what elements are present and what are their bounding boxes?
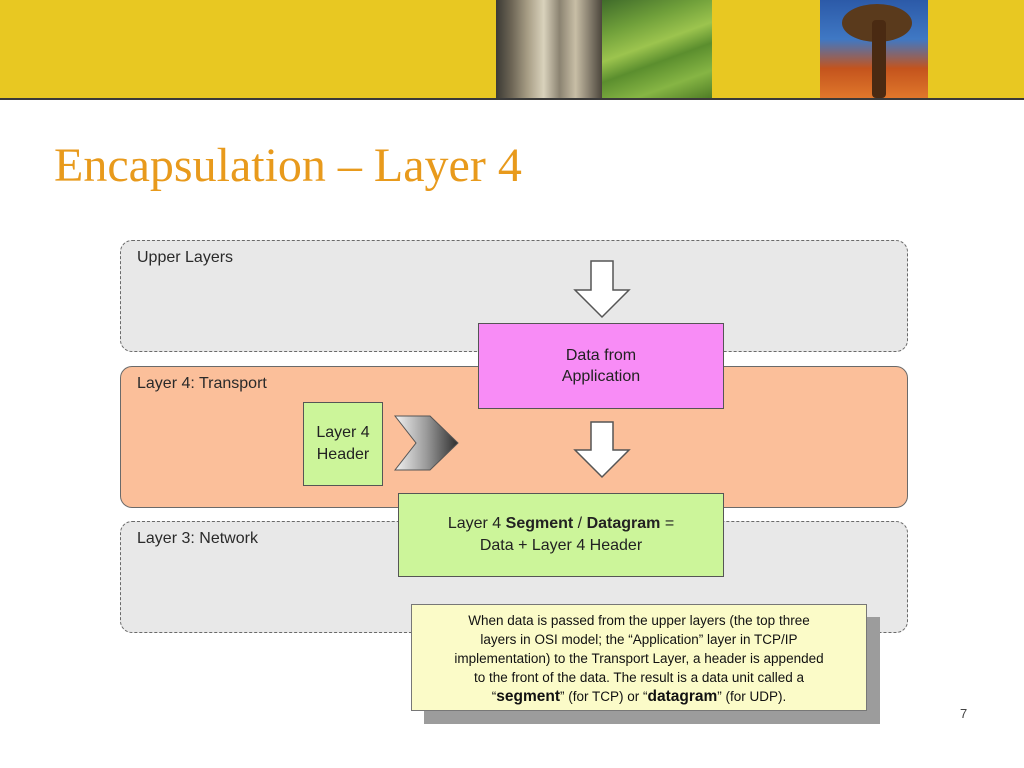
banner-divider xyxy=(0,98,1024,100)
segment-datagram-box: Layer 4 Segment / Datagram = Data + Laye… xyxy=(398,493,724,577)
data-box-line1: Data from xyxy=(565,347,637,364)
callout-close-text: ” (for UDP). xyxy=(717,689,787,704)
network-layer-label: Layer 3: Network xyxy=(137,530,258,547)
callout-line: “segment” (for TCP) or “datagram” (for U… xyxy=(422,687,856,706)
slide-title: Encapsulation – Layer 4 xyxy=(54,139,522,192)
callout-mid-text: ” (for TCP) or “ xyxy=(559,689,648,704)
tree-trunk xyxy=(872,20,886,98)
transport-layer-label: Layer 4: Transport xyxy=(137,375,267,392)
segment-box-line1: Layer 4 Segment / Datagram = xyxy=(448,513,674,535)
page-number: 7 xyxy=(960,706,968,721)
quote-open: “ xyxy=(491,689,497,704)
explanation-callout: When data is passed from the upper layer… xyxy=(411,604,867,711)
down-arrow-icon xyxy=(573,260,631,319)
datagram-term: Datagram xyxy=(586,515,661,532)
datagram-callout-term: datagram xyxy=(647,688,718,705)
callout-line: When data is passed from the upper layer… xyxy=(468,613,810,628)
right-arrow-icon xyxy=(393,415,459,471)
segment-separator: / xyxy=(573,515,587,532)
segment-prefix: Layer 4 xyxy=(447,515,506,532)
segment-box-line2: Data + Layer 4 Header xyxy=(479,537,643,554)
segment-term: Segment xyxy=(505,515,574,532)
upper-layers-label: Upper Layers xyxy=(137,249,234,266)
header-box-line1: Layer 4 xyxy=(316,424,370,441)
curtain-photo xyxy=(496,0,602,98)
layer4-header-box: Layer 4 Header xyxy=(303,402,383,486)
callout-line: implementation) to the Transport Layer, … xyxy=(454,651,824,666)
tree-photo xyxy=(820,0,928,98)
down-arrow-icon xyxy=(573,421,631,479)
segment-suffix: = xyxy=(660,515,675,532)
data-from-application-box: Data from Application xyxy=(478,323,724,409)
segment-callout-term: segment xyxy=(496,688,560,705)
data-box-line2: Application xyxy=(561,368,641,385)
grass-photo xyxy=(602,0,712,98)
callout-line: layers in OSI model; the “Application” l… xyxy=(480,632,798,647)
callout-line: to the front of the data. The result is … xyxy=(474,670,804,685)
header-box-line2: Header xyxy=(316,446,370,463)
